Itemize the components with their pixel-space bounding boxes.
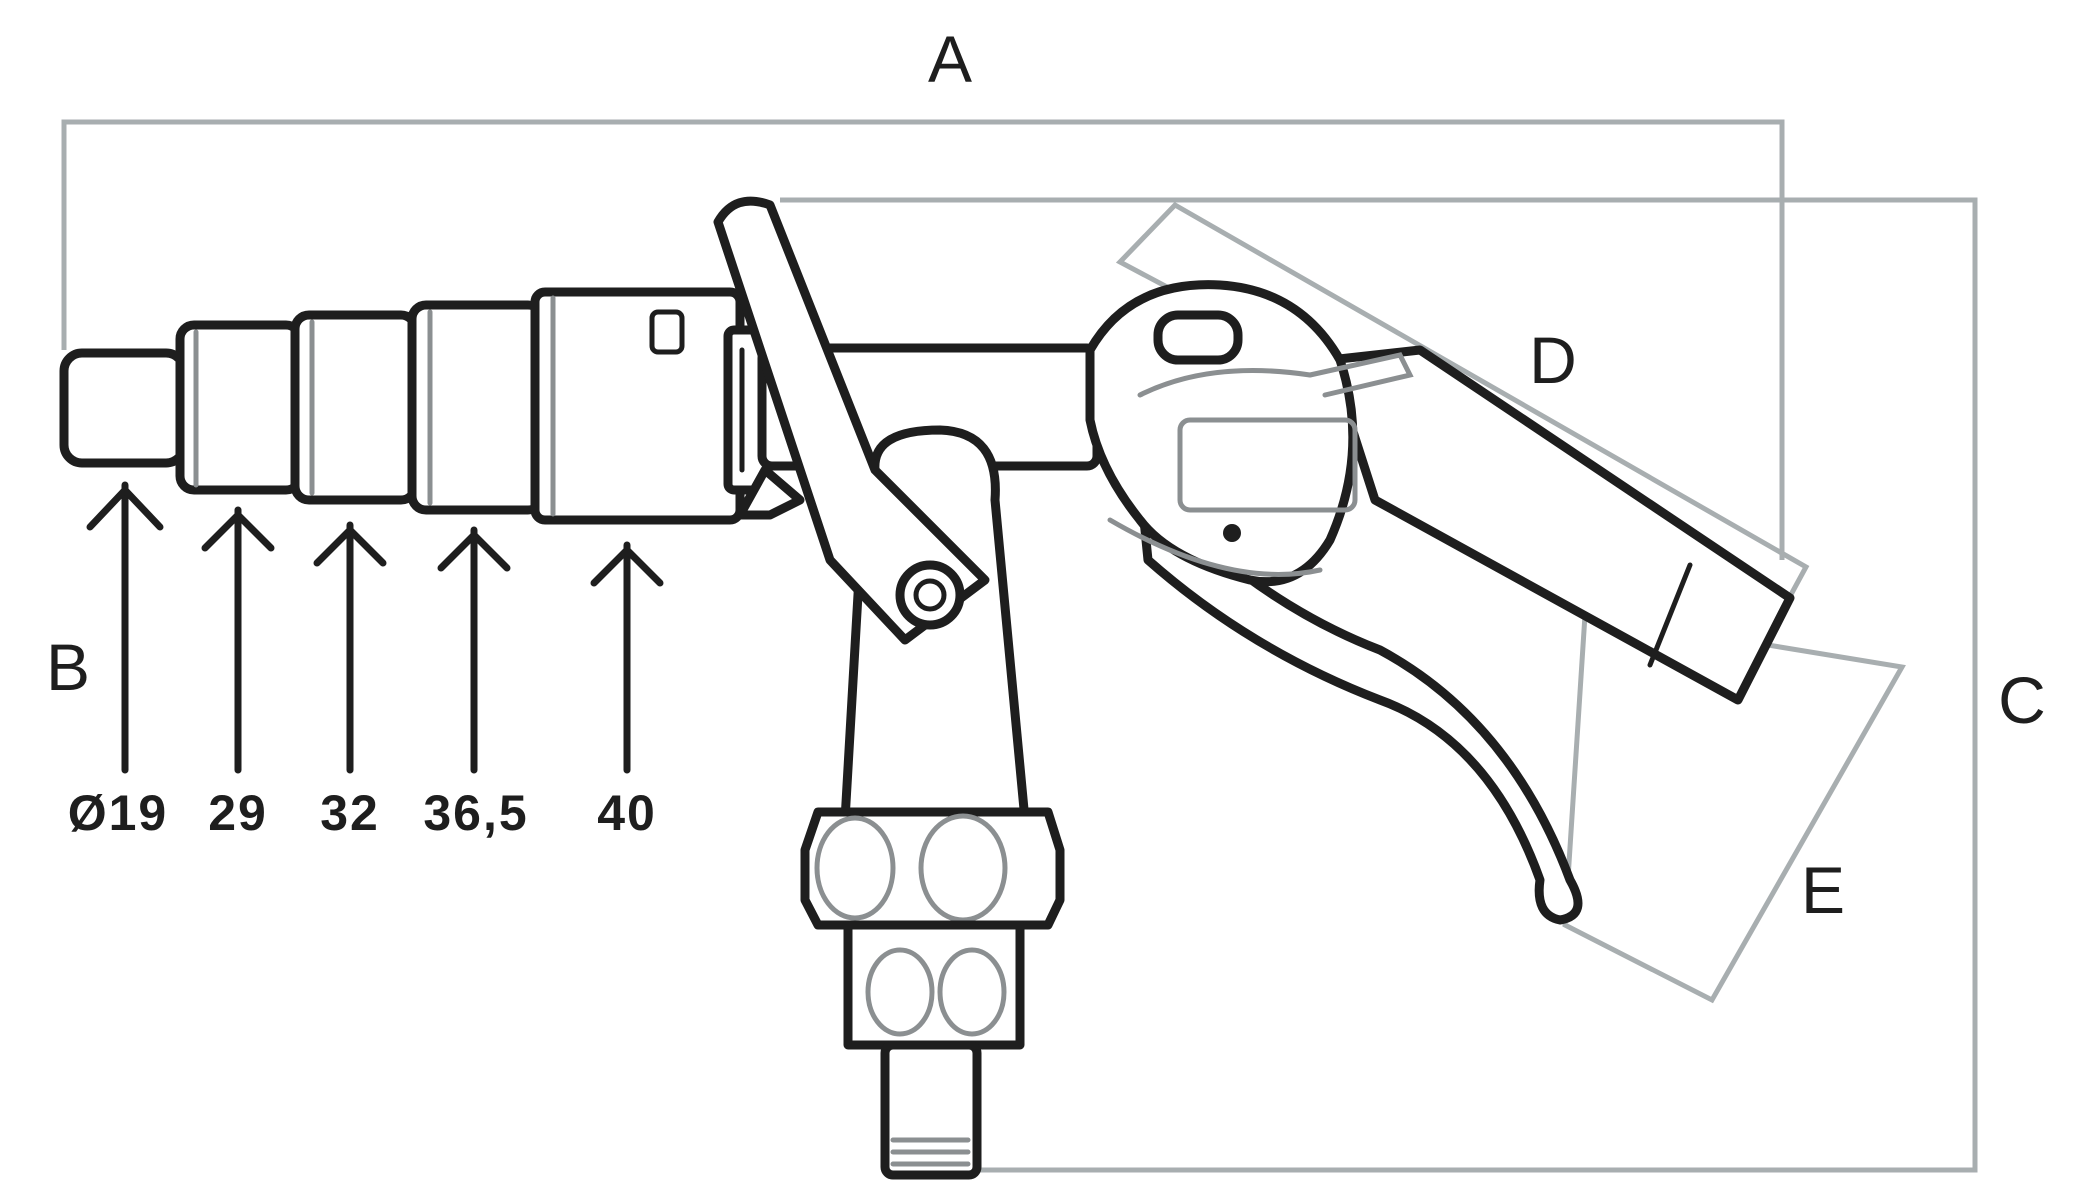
head-dot <box>1223 524 1241 542</box>
arrow-step-40 <box>590 541 664 774</box>
trigger-lever <box>1135 475 1583 925</box>
letter-b: B <box>46 630 90 704</box>
nozzle-neck <box>735 465 805 520</box>
dimension-line-a <box>61 119 1785 560</box>
arrow-step-19 <box>86 481 164 774</box>
dimension-box-e <box>1562 612 1906 1004</box>
label-step-29: 29 <box>208 785 268 841</box>
blow-gun-head <box>1085 280 1795 925</box>
head-window <box>1177 417 1358 513</box>
label-step-40: 40 <box>597 785 657 841</box>
stepped-nozzle <box>59 287 805 525</box>
arrow-step-32 <box>313 521 387 774</box>
step-arrows <box>86 481 664 774</box>
dimension-line-c <box>780 197 1978 1173</box>
nozzle-step-19 <box>59 348 189 468</box>
label-step-19: Ø19 <box>68 785 169 841</box>
arrow-step-29 <box>201 506 275 774</box>
clamp-lever <box>713 196 990 645</box>
lever-pivot <box>895 560 965 630</box>
letter-e: E <box>1801 853 1845 927</box>
gun-barrel <box>1325 345 1795 705</box>
step-labels: Ø19 29 32 36,5 40 <box>68 785 657 841</box>
letter-d: D <box>1529 323 1577 397</box>
label-step-36-5: 36,5 <box>423 785 528 841</box>
letter-a: A <box>928 22 972 96</box>
head-button <box>1153 310 1243 365</box>
letter-c: C <box>1998 663 2046 737</box>
coupling-plug <box>880 1040 982 1180</box>
arrow-step-36-5 <box>437 526 511 774</box>
label-step-32: 32 <box>320 785 380 841</box>
dimension-letters: A B C D E <box>46 22 2046 927</box>
nozzle-step-40 <box>530 287 745 525</box>
head-housing <box>1085 280 1358 587</box>
nozzle-set-screw <box>649 309 685 355</box>
